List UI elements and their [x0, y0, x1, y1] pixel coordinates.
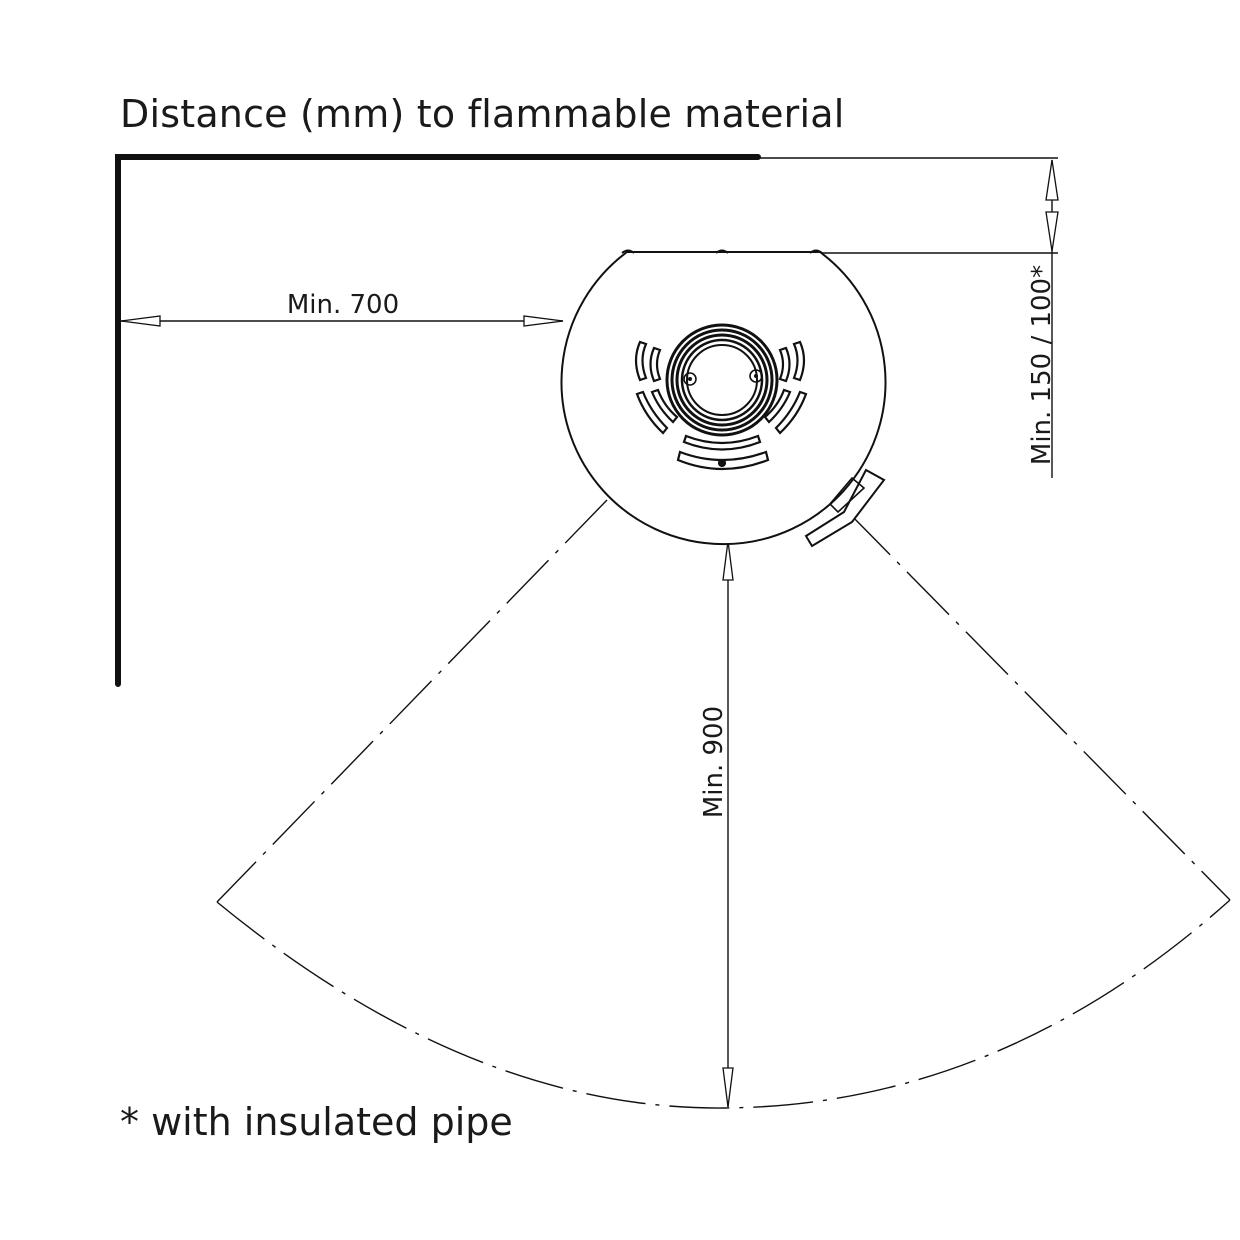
front-zone-left-edge [216, 499, 608, 903]
rear-arrow-top [1045, 159, 1059, 201]
side-arrow-left [120, 315, 161, 327]
side-handle [804, 468, 886, 548]
side-dimension-label: Min. 700 [287, 290, 399, 320]
flue-ring [680, 338, 764, 422]
vent-slots-right [763, 340, 808, 435]
front-vent [676, 434, 770, 471]
stove-back-edge [621, 249, 823, 254]
front-dimension-label: Min. 900 [699, 706, 729, 818]
screw-icon [749, 369, 763, 383]
screw-icon [683, 372, 697, 386]
flue-opening [686, 344, 758, 416]
wall-outline [115, 154, 761, 687]
screw-icon [688, 377, 692, 381]
diagram-title: Distance (mm) to flammable material [120, 92, 845, 136]
flue-ring [675, 333, 769, 427]
front-arrow-bottom [722, 1067, 734, 1108]
screw-icon [754, 374, 758, 378]
side-handle-detail [828, 476, 866, 514]
vent-slots-left [634, 340, 679, 435]
rear-arrow-bottom [1045, 211, 1059, 252]
side-arrow-right [523, 315, 564, 327]
stove-top-view [560, 249, 887, 548]
rear-dimension-label: Min. 150 / 100* [1027, 265, 1057, 465]
footnote: * with insulated pipe [120, 1100, 513, 1144]
flue-outer-ring [665, 323, 779, 437]
flue-ring [670, 328, 774, 432]
front-zone-arc [216, 899, 1231, 1109]
front-arrow-top [722, 540, 734, 581]
front-zone-right-edge [847, 511, 1231, 901]
